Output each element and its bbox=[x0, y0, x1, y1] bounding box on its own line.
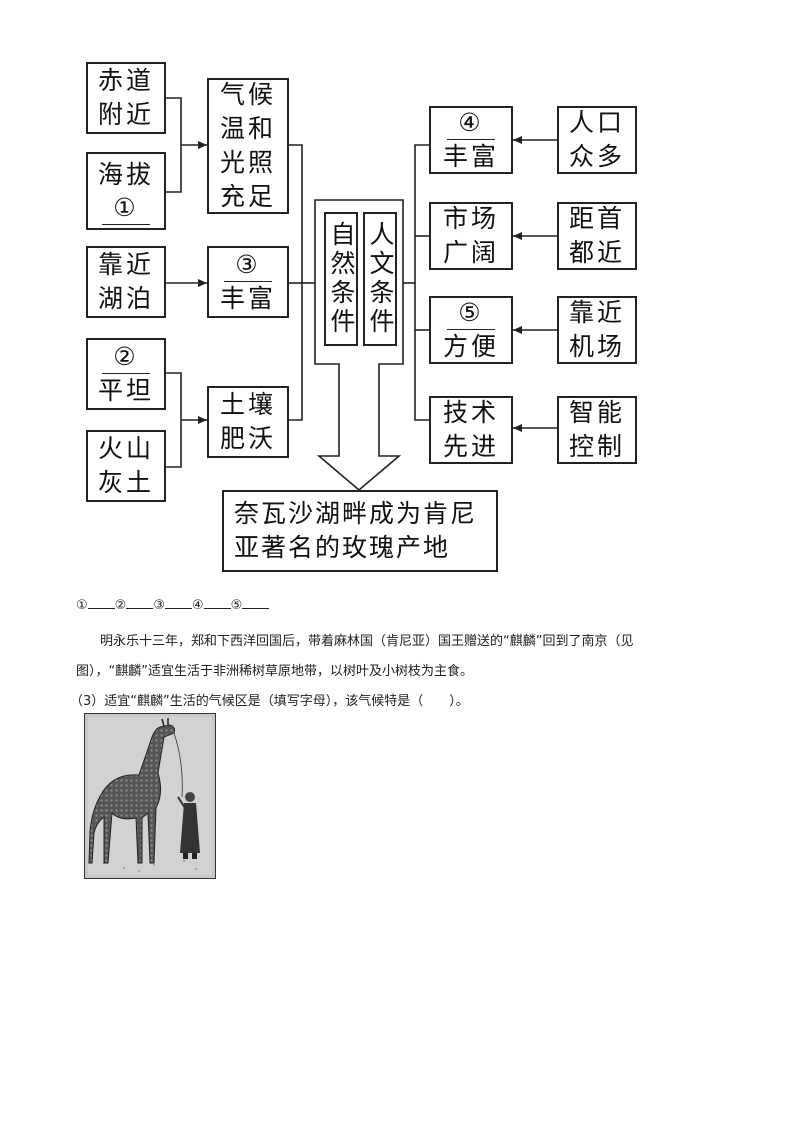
box-near-airport: 靠近 机场 bbox=[557, 296, 637, 364]
box-rich: ④ 丰富 bbox=[429, 106, 513, 174]
answer-line-2[interactable] bbox=[126, 598, 154, 609]
box-near-lake: 靠近 湖泊 bbox=[86, 246, 166, 318]
box-near-capital: 距首 都近 bbox=[557, 202, 637, 270]
question-3: （3）适宜“麒麟”生活的气候区是（填写字母），该气候特是（ ）。 bbox=[70, 694, 469, 709]
box-convenient: ⑤ 方便 bbox=[429, 296, 513, 364]
box-market: 市场 广阔 bbox=[429, 202, 513, 270]
connector-bracket-2 bbox=[166, 372, 182, 468]
connector-bracket-1 bbox=[166, 97, 182, 193]
paragraph-line-1: 明永乐十三年，郑和下西洋回国后，带着麻林国（肯尼亚）国王赠送的“麒麟”回到了南京… bbox=[100, 634, 634, 649]
blank-3[interactable]: ③ bbox=[224, 249, 272, 282]
blank-1[interactable]: ① bbox=[102, 192, 150, 225]
answer-line-1[interactable] bbox=[87, 598, 115, 609]
answer-line-5[interactable] bbox=[242, 598, 270, 609]
box-result: 奈瓦沙湖畔成为肯尼 亚著名的玫瑰产地 bbox=[222, 490, 498, 572]
blank-2[interactable]: ② bbox=[102, 341, 150, 374]
giraffe-illustration bbox=[84, 713, 216, 879]
blank-5[interactable]: ⑤ bbox=[447, 297, 495, 330]
human-bracket bbox=[414, 144, 429, 421]
box-natural-conditions: 自然条件 bbox=[324, 212, 358, 346]
box-water: ③ 丰富 bbox=[207, 246, 289, 318]
box-technology: 技术 先进 bbox=[429, 396, 513, 464]
box-population: 人口 众多 bbox=[557, 106, 637, 174]
box-flat: ② 平坦 bbox=[86, 338, 166, 410]
box-altitude: 海拔 ① bbox=[86, 152, 166, 230]
box-volcanic-soil: 火山 灰土 bbox=[86, 430, 166, 502]
answer-line-4[interactable] bbox=[203, 598, 231, 609]
paragraph-line-2: 图），“麒麟”适宜生活于非洲稀树草原地带，以树叶及小树枝为主食。 bbox=[76, 664, 473, 679]
box-smart-control: 智能 控制 bbox=[557, 396, 637, 464]
box-human-conditions: 人文条件 bbox=[363, 212, 397, 346]
box-soil: 土壤 肥沃 bbox=[207, 386, 289, 458]
box-climate: 气候 温和 光照 充足 bbox=[207, 78, 289, 214]
answer-line-3[interactable] bbox=[164, 598, 192, 609]
box-near-equator: 赤道 附近 bbox=[86, 62, 166, 134]
blank-4[interactable]: ④ bbox=[447, 107, 495, 140]
